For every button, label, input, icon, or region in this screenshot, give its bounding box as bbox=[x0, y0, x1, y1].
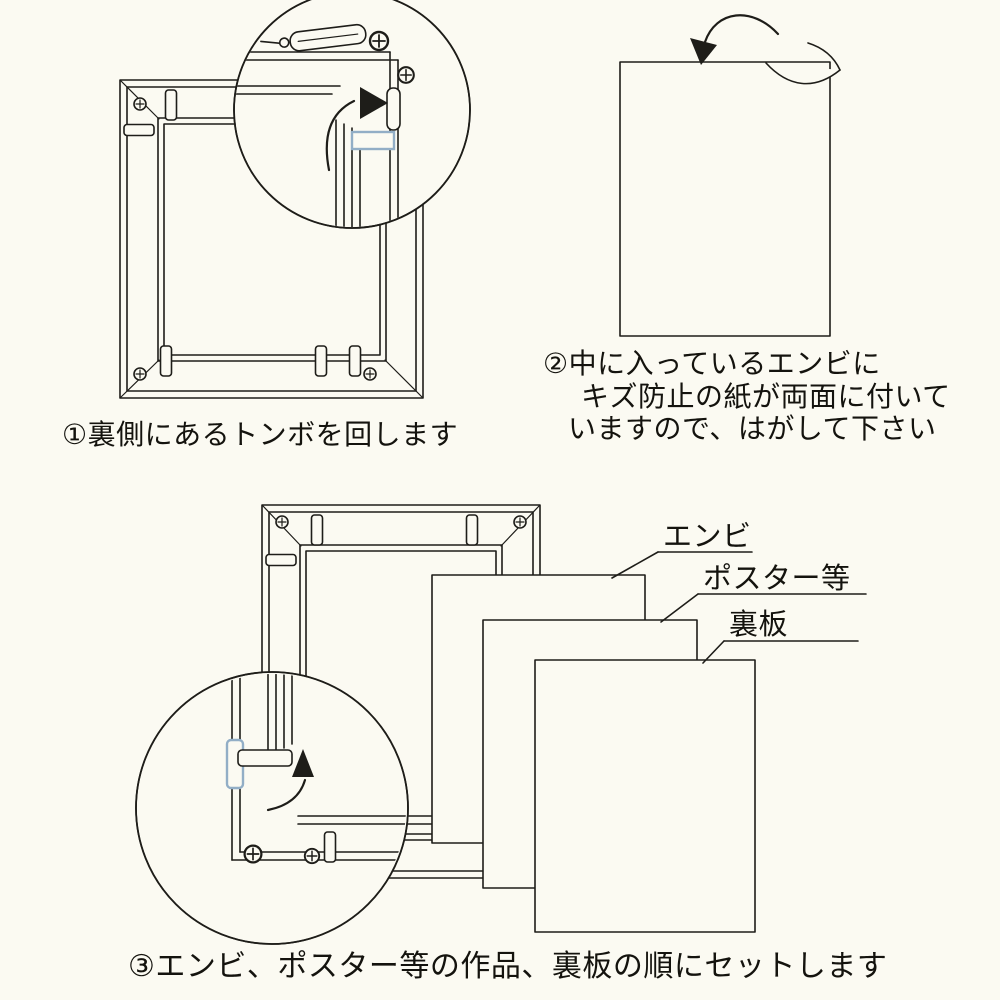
screw-icon bbox=[397, 66, 415, 84]
tombo-clip bbox=[123, 123, 155, 137]
screw-icon bbox=[303, 847, 321, 865]
tombo-tab bbox=[237, 749, 293, 767]
label-poster-group: ポスター等 bbox=[660, 561, 867, 623]
screw-icon bbox=[133, 97, 147, 111]
tombo-clip bbox=[265, 553, 297, 567]
rotation-arrow-head bbox=[292, 749, 314, 777]
tombo-clip bbox=[323, 831, 337, 863]
leader-line bbox=[611, 551, 659, 579]
label-enbi-group: エンビ bbox=[611, 519, 753, 579]
spring-clip bbox=[260, 23, 367, 52]
screw-icon bbox=[133, 367, 147, 381]
sheet-backboard bbox=[534, 659, 756, 933]
step1-magnifier-content bbox=[235, 23, 415, 227]
tombo-clip bbox=[164, 89, 178, 121]
screw-icon bbox=[368, 30, 390, 52]
peel-flap-edge bbox=[807, 42, 841, 71]
tombo-highlight bbox=[350, 130, 396, 151]
step1-caption: ①裏側にあるトンボを回します bbox=[62, 418, 458, 451]
miter-line bbox=[384, 359, 423, 398]
rotation-arrow-arc bbox=[266, 778, 307, 812]
magnifier-ring bbox=[135, 671, 409, 945]
label-enbi: エンビ bbox=[663, 519, 752, 553]
leader-line bbox=[702, 640, 725, 664]
tombo-clip bbox=[310, 514, 324, 546]
step2-caption-line2: キズ防止の紙が両面に付いて bbox=[581, 380, 951, 413]
step3-magnifier bbox=[135, 671, 409, 945]
magnifier-ring bbox=[233, 0, 471, 229]
enbi-sheet bbox=[619, 61, 831, 337]
step2-sheet-diagram bbox=[619, 14, 841, 337]
screw-icon bbox=[243, 844, 263, 864]
label-backboard: 裏板 bbox=[729, 607, 788, 641]
step3-stacked-sheets bbox=[431, 574, 756, 933]
screw-icon bbox=[363, 367, 377, 381]
rotation-arrow-arc bbox=[325, 99, 356, 172]
tombo-clip bbox=[348, 345, 362, 377]
step2-caption-line3: いますので、はがして下さい bbox=[568, 412, 937, 445]
tombo-clip bbox=[314, 345, 328, 377]
leader-line bbox=[660, 593, 699, 623]
tombo-clip bbox=[465, 514, 479, 546]
peel-arrow-head bbox=[690, 38, 717, 65]
tombo-clip bbox=[159, 345, 173, 377]
hanger-plate bbox=[386, 87, 401, 131]
label-backboard-group: 裏板 bbox=[702, 607, 859, 664]
screw-icon bbox=[275, 515, 289, 529]
rotation-arrow-head bbox=[360, 87, 388, 119]
screw-icon bbox=[513, 515, 527, 529]
label-poster: ポスター等 bbox=[703, 561, 851, 595]
step3-caption: ③エンビ、ポスター等の作品、裏板の順にセットします bbox=[128, 949, 887, 984]
step3-magnifier-content bbox=[225, 674, 406, 865]
step2-caption-line1: ②中に入っているエンビに bbox=[543, 347, 881, 380]
peel-arrow-arc bbox=[703, 14, 780, 44]
peel-flap bbox=[765, 62, 841, 85]
step1-magnifier bbox=[233, 0, 471, 229]
